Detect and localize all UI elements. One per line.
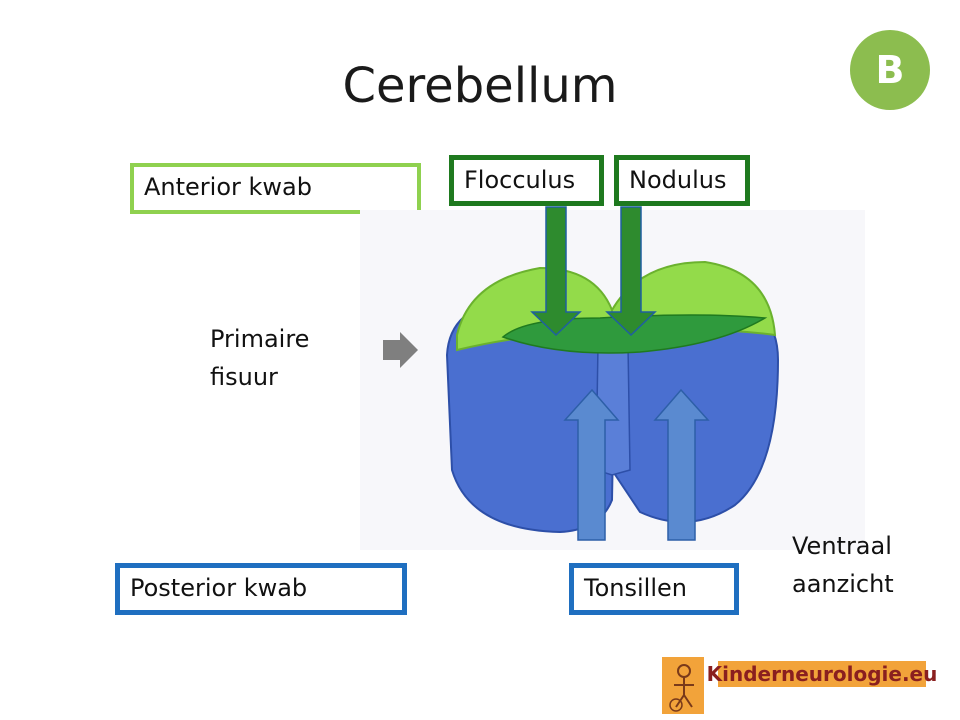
primary-fissure-line1: Primaire [210, 325, 310, 353]
label-primary-fissure: Primaire fisuur [210, 320, 309, 396]
label-ventral-view: Ventraal aanzicht [792, 527, 894, 603]
label-tonsils: Tonsillen [569, 563, 739, 615]
label-flocculus: Flocculus [449, 155, 604, 206]
logo-image [662, 657, 704, 714]
down-arrow-icon [530, 206, 582, 337]
label-posterior-lobe: Posterior kwab [115, 563, 407, 615]
primary-fissure-line2: fisuur [210, 363, 278, 391]
page-title: Cerebellum [342, 58, 618, 114]
ventral-view-line1: Ventraal [792, 532, 892, 560]
right-arrow-icon [383, 332, 418, 368]
up-arrow-icon [563, 388, 620, 541]
logo-text: Kinderneurologie.eu [706, 661, 938, 687]
down-arrow-icon [605, 206, 657, 337]
up-arrow-icon [653, 388, 710, 541]
ventral-view-line2: aanzicht [792, 570, 894, 598]
logo-figure-icon [669, 664, 694, 712]
label-nodulus: Nodulus [614, 155, 750, 206]
section-badge: B [850, 30, 930, 110]
label-anterior-lobe: Anterior kwab [130, 163, 421, 214]
